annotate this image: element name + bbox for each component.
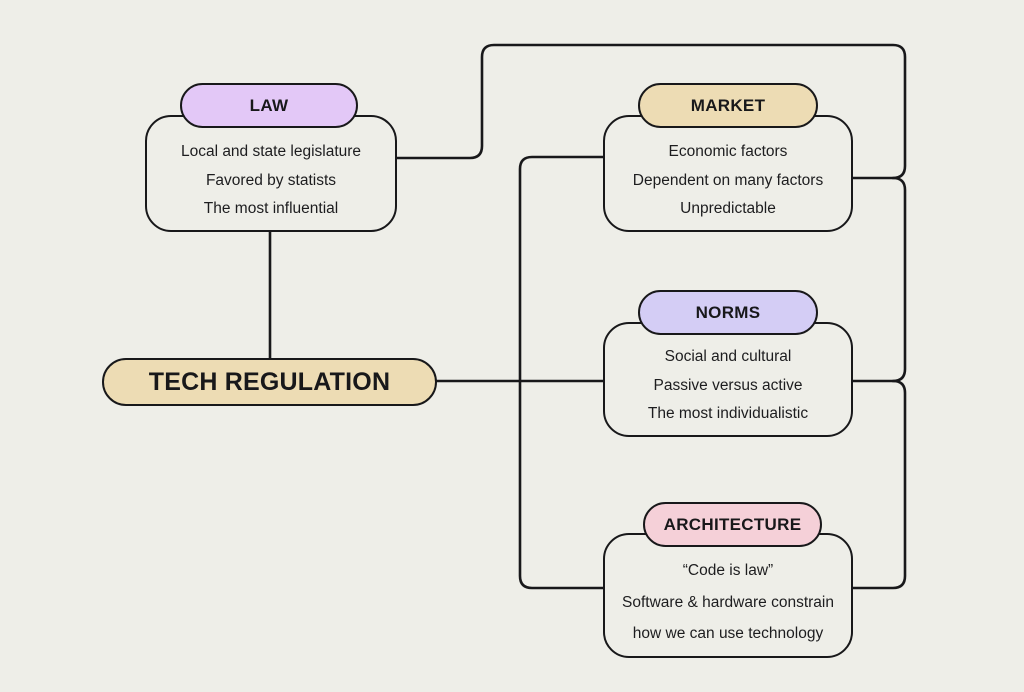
connector-market-to-norms (851, 176, 907, 383)
node-architecture-body[interactable]: “Code is law” Software & hardware constr… (603, 533, 853, 658)
node-architecture-line-1: “Code is law” (682, 562, 774, 580)
node-architecture-line-3: how we can use technology (632, 625, 824, 643)
node-market-line-3: Unpredictable (680, 200, 776, 218)
node-market-title: MARKET (690, 95, 766, 115)
node-norms-title: NORMS (695, 302, 761, 322)
node-norms-line-1: Social and cultural (664, 348, 792, 366)
node-law-line-3: The most influential (203, 200, 339, 218)
node-market-header[interactable]: MARKET (638, 83, 818, 128)
node-norms-body[interactable]: Social and cultural Passive versus activ… (603, 322, 853, 437)
node-norms-header[interactable]: NORMS (638, 290, 818, 335)
node-norms-line-2: Passive versus active (653, 376, 803, 394)
node-architecture-line-2: Software & hardware constrain (622, 593, 834, 611)
node-tech-regulation-title: TECH REGULATION (148, 367, 391, 396)
connector-hub-to-architecture (518, 379, 605, 590)
node-market-line-2: Dependent on many factors (632, 171, 824, 189)
connector-hub-to-market (518, 155, 605, 383)
node-tech-regulation[interactable]: TECH REGULATION (102, 358, 437, 406)
node-law-line-2: Favored by statists (205, 171, 337, 189)
node-architecture-title: ARCHITECTURE (663, 514, 802, 534)
node-norms-line-3: The most individualistic (647, 405, 809, 423)
connector-norms-to-architecture (851, 379, 907, 590)
node-market-line-1: Economic factors (668, 143, 788, 161)
node-architecture-header[interactable]: ARCHITECTURE (643, 502, 822, 547)
node-law-body[interactable]: Local and state legislature Favored by s… (145, 115, 397, 232)
node-market-body[interactable]: Economic factors Dependent on many facto… (603, 115, 853, 232)
node-law-title: LAW (249, 95, 289, 115)
node-law-line-1: Local and state legislature (180, 143, 362, 161)
node-law-header[interactable]: LAW (180, 83, 358, 128)
